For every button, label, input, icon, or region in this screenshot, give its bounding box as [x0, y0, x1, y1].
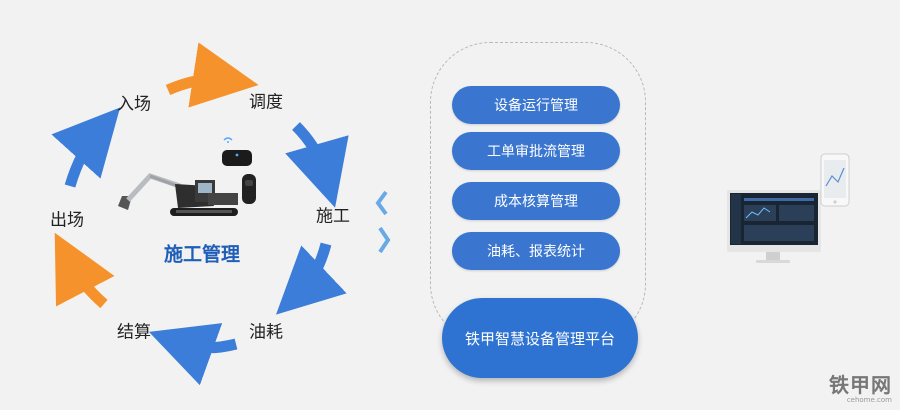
chevron-left-icon — [375, 190, 388, 216]
feature-pill-work-order-approval: 工单审批流管理 — [452, 132, 620, 170]
monitor-icon — [727, 190, 821, 263]
stage-label-settlement: 结算 — [117, 322, 151, 343]
watermark-main: 铁甲网 — [829, 373, 892, 397]
platform-name-badge: 铁甲智慧设备管理平台 — [442, 298, 638, 378]
gps-terminal-icon — [222, 137, 252, 166]
excavator-icon — [118, 173, 238, 216]
stage-label-entry: 入场 — [117, 94, 151, 115]
stage-label-fuel: 油耗 — [249, 322, 283, 343]
arrow-dispatch-to-construction — [285, 122, 349, 208]
arrow-entry-to-dispatch — [165, 42, 259, 108]
chevron-right-icon — [378, 226, 391, 254]
arrow-exit-to-entry — [51, 107, 121, 188]
arrow-fuel-to-settlement — [148, 323, 238, 386]
feature-pill-equipment-operation: 设备运行管理 — [452, 86, 620, 124]
arrow-settlement-to-exit — [54, 232, 115, 309]
watermark: 铁甲网 cehome.com — [829, 369, 892, 404]
stage-label-exit: 出场 — [50, 210, 84, 231]
stage-label-dispatch: 调度 — [249, 92, 283, 113]
feature-pill-cost-accounting: 成本核算管理 — [452, 182, 620, 220]
feature-pill-fuel-reports: 油耗、报表统计 — [452, 232, 620, 270]
arrow-construction-to-fuel — [276, 242, 347, 315]
sensor-icon — [242, 174, 256, 204]
center-title: 施工管理 — [163, 243, 241, 266]
stage-label-construction: 施工 — [316, 206, 350, 227]
watermark-sub: cehome.com — [846, 396, 892, 404]
smartphone-icon — [820, 153, 850, 207]
